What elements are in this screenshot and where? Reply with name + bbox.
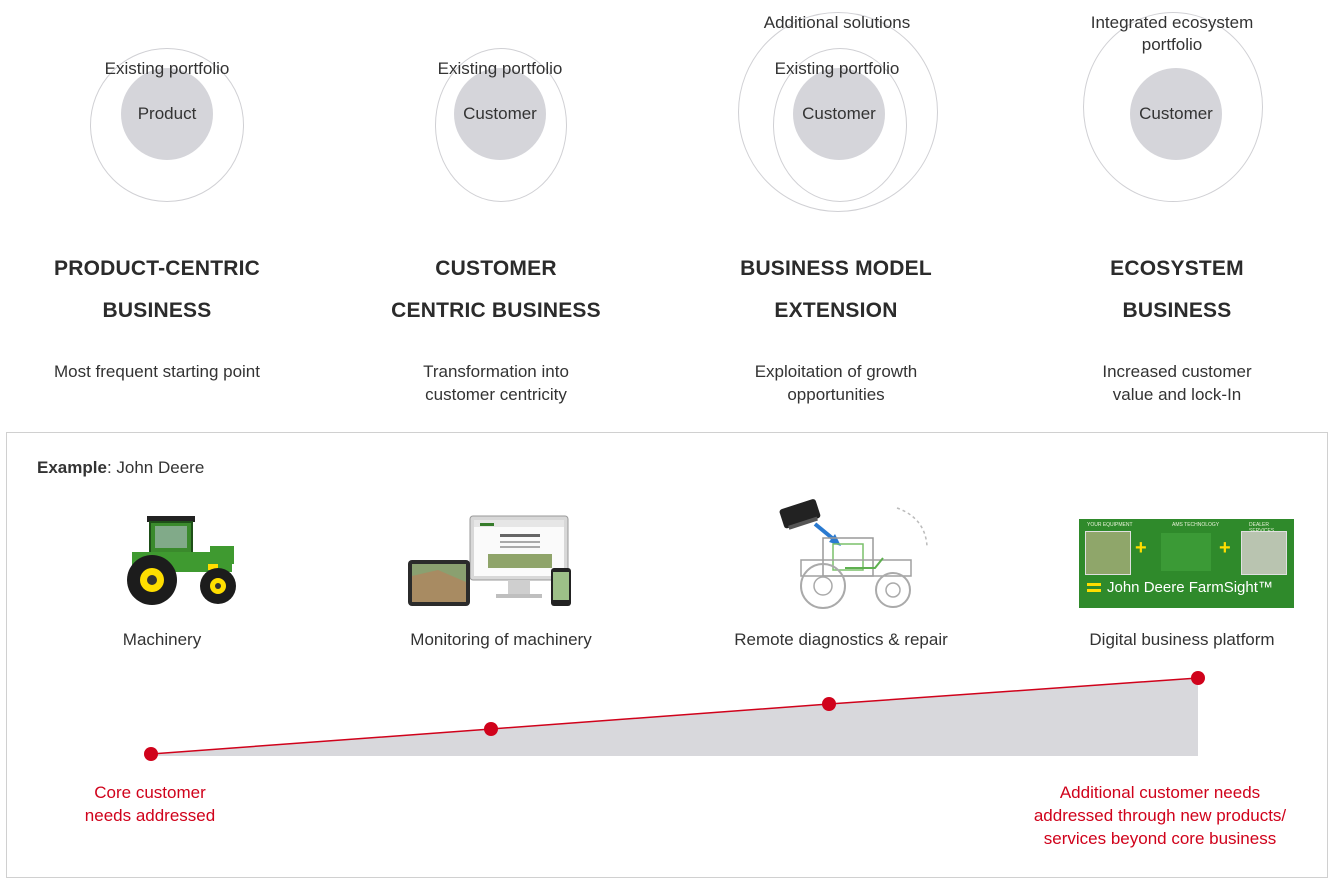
outer-ring-label: Additional solutions bbox=[763, 13, 911, 32]
desc-line: Transformation into bbox=[423, 362, 569, 381]
customer-core-circle bbox=[793, 68, 885, 160]
progress-area bbox=[151, 678, 1198, 756]
outer-ring-label: Integrated ecosystem portfolio bbox=[1062, 12, 1282, 56]
core-label: Customer bbox=[1139, 104, 1213, 123]
title-line: BUSINESS MODEL bbox=[740, 257, 932, 280]
core-label: Customer bbox=[463, 104, 537, 123]
portfolio-ring bbox=[90, 48, 244, 202]
banner-col-equipment: YOUR EQUIPMENT bbox=[1087, 522, 1133, 528]
core-needs-label: Core customer needs addressed bbox=[50, 781, 250, 827]
desc-line: Increased customer bbox=[1102, 362, 1252, 381]
stage-title: ECOSYSTEM BUSINESS bbox=[1032, 248, 1322, 332]
stage-title: BUSINESS MODEL EXTENSION bbox=[691, 248, 981, 332]
label-line: Core customer bbox=[94, 783, 206, 802]
stage-description: Transformation into customer centricity bbox=[351, 360, 641, 406]
desc-line: opportunities bbox=[787, 385, 885, 404]
plus-icon: + bbox=[1219, 537, 1231, 559]
technology-photo bbox=[1161, 533, 1211, 571]
label-line: addressed through new products/ bbox=[1033, 806, 1287, 825]
farmsight-banner: YOUR EQUIPMENT AMS TECHNOLOGY DEALER SER… bbox=[1079, 519, 1294, 608]
desc-line: Most frequent starting point bbox=[53, 362, 260, 381]
caption-remote-diagnostics: Remote diagnostics & repair bbox=[734, 630, 948, 649]
caption-digital-platform: Digital business platform bbox=[1089, 630, 1275, 649]
title-line: EXTENSION bbox=[774, 299, 898, 322]
stage-title: CUSTOMER CENTRIC BUSINESS bbox=[351, 248, 641, 332]
portfolio-ring bbox=[773, 48, 907, 202]
additional-solutions-ring bbox=[738, 12, 938, 212]
title-line: BUSINESS bbox=[1122, 299, 1232, 322]
caption-machinery: Machinery bbox=[122, 630, 202, 649]
outer-label-line: Integrated ecosystem bbox=[1090, 13, 1254, 32]
example-heading: Example: John Deere bbox=[37, 458, 204, 478]
label-line: needs addressed bbox=[84, 806, 216, 825]
caption-monitoring: Monitoring of machinery bbox=[410, 630, 592, 649]
equipment-photo bbox=[1085, 531, 1131, 575]
core-label: Customer bbox=[802, 104, 876, 123]
example-prefix: Example bbox=[37, 458, 107, 477]
stage-description: Exploitation of growth opportunities bbox=[691, 360, 981, 406]
title-line: CENTRIC BUSINESS bbox=[391, 299, 601, 322]
equals-icon bbox=[1087, 583, 1101, 586]
ecosystem-ring bbox=[1083, 12, 1263, 202]
customer-core-circle bbox=[454, 68, 546, 160]
title-line: PRODUCT-CENTRIC bbox=[54, 257, 260, 280]
additional-needs-label: Additional customer needs addressed thro… bbox=[1000, 781, 1320, 850]
banner-col-technology: AMS TECHNOLOGY bbox=[1172, 522, 1220, 528]
ring-label: Existing portfolio bbox=[774, 59, 900, 78]
core-label: Product bbox=[137, 104, 197, 123]
growth-progress-chart bbox=[144, 671, 1205, 761]
customer-core-circle bbox=[1130, 68, 1222, 160]
example-company: : John Deere bbox=[106, 458, 205, 477]
product-core-circle bbox=[121, 68, 213, 160]
progress-point bbox=[822, 697, 836, 711]
dealer-photo bbox=[1241, 531, 1287, 575]
title-line: ECOSYSTEM bbox=[1110, 257, 1244, 280]
tractor-icon bbox=[127, 516, 236, 605]
stage-title: PRODUCT-CENTRIC BUSINESS bbox=[12, 248, 302, 332]
plus-icon: + bbox=[1135, 537, 1147, 559]
stage-description: Most frequent starting point bbox=[12, 360, 302, 383]
title-line: BUSINESS bbox=[102, 299, 212, 322]
title-line: CUSTOMER bbox=[435, 257, 557, 280]
label-line: Additional customer needs bbox=[1059, 783, 1261, 802]
desc-line: Exploitation of growth bbox=[754, 362, 918, 381]
progress-point bbox=[1191, 671, 1205, 685]
desc-line: customer centricity bbox=[425, 385, 567, 404]
desc-line: value and lock-In bbox=[1112, 385, 1242, 404]
portfolio-ring bbox=[435, 48, 567, 202]
stage-description: Increased customer value and lock-In bbox=[1032, 360, 1322, 406]
ring-label: Existing portfolio bbox=[437, 59, 563, 78]
outer-label-line: portfolio bbox=[1141, 35, 1203, 54]
diagnostics-icon bbox=[779, 499, 928, 609]
progress-line bbox=[150, 677, 1199, 755]
label-line: services beyond core business bbox=[1043, 829, 1277, 848]
progress-point bbox=[484, 722, 498, 736]
example-panel bbox=[6, 432, 1328, 878]
progress-point bbox=[144, 747, 158, 761]
devices-icon bbox=[408, 515, 571, 606]
ring-label: Existing portfolio bbox=[104, 59, 230, 78]
banner-brand: John Deere FarmSight™ bbox=[1107, 579, 1273, 596]
